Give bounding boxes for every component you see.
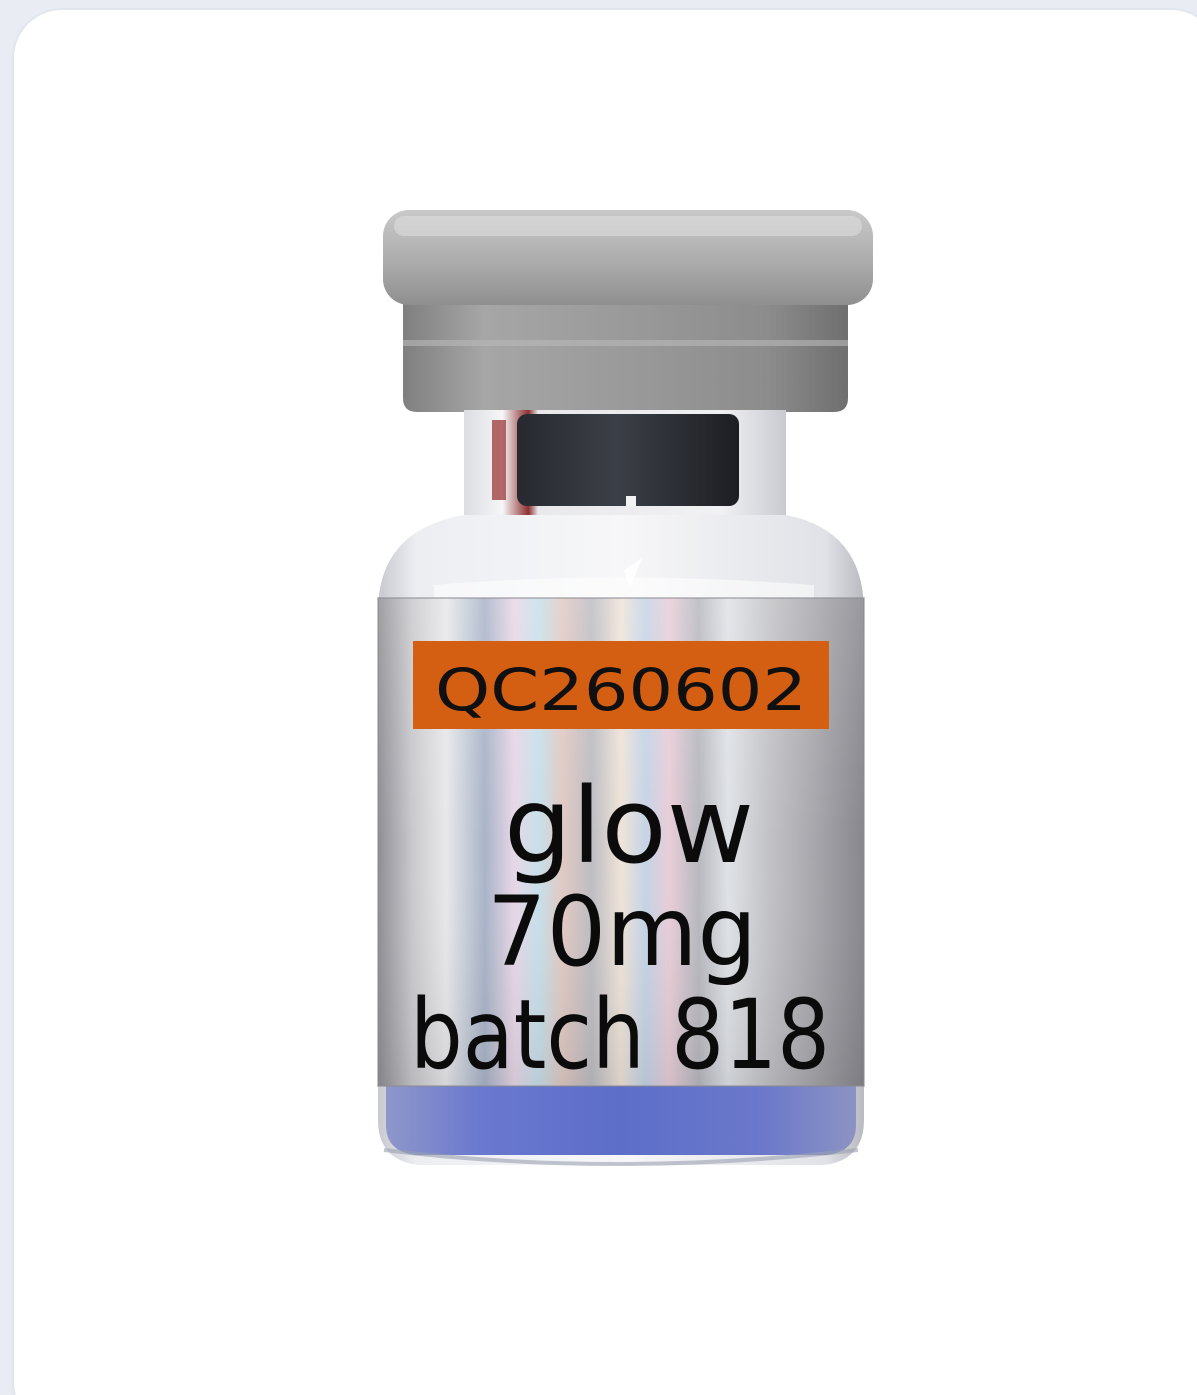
vial-label: QC260602 glow 70mg batch 818 — [377, 597, 865, 1091]
dose-text: 70mg — [487, 876, 757, 988]
vial-cap — [383, 210, 873, 412]
batch-text: batch 818 — [410, 979, 830, 1091]
vial-product-image: QC260602 glow 70mg batch 818 — [377, 210, 873, 1166]
vial-neck — [464, 410, 786, 522]
lot-code-text: QC260602 — [435, 656, 807, 724]
product-name-text: glow — [504, 765, 754, 887]
product-image-card[interactable]: QC260602 glow 70mg batch 818 — [14, 10, 1197, 1395]
lot-code-badge — [413, 641, 829, 729]
powder-contents — [386, 1075, 856, 1155]
